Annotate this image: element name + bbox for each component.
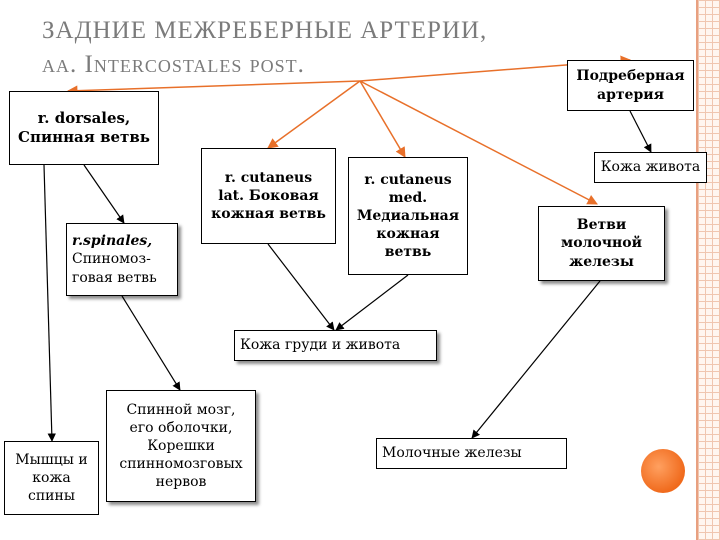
node-dorsales-line1: r. dorsales, (37, 108, 131, 127)
node-spinal-cord-line5: нервов (155, 474, 207, 491)
node-cutaneus-lat-line2: lat. Боковая (218, 187, 319, 204)
node-spinales: r.spinales, Спиномоз- говая ветвь (66, 223, 178, 296)
decorative-border-line (696, 0, 698, 540)
arrow-mammary-branches-to-glands (471, 280, 601, 439)
node-cutaneus-med-line1: r. cutaneus (364, 171, 452, 188)
arrow-cutaneus-lat-to-skin (267, 243, 335, 331)
node-cutaneus-med-line3: Медиальная (356, 207, 460, 224)
node-spinales-line1: r.spinales, (72, 233, 153, 250)
arrow-spinales-to-spinal-cord (121, 295, 181, 391)
decorative-orange-circle (641, 449, 685, 493)
node-skin-chest-abdomen-text: Кожа груди и живота (240, 337, 401, 354)
node-subcostal-line2: артерия (597, 86, 664, 103)
node-cutaneus-lat-line3: кожная ветвь (211, 206, 326, 223)
node-cutaneus-med-line5: ветвь (384, 244, 432, 261)
node-spinales-line2: Спиномоз- (72, 251, 151, 268)
title-line-2: aa. Intercostales post. (42, 50, 305, 78)
arrow-hub-to-dorsales (66, 80, 361, 96)
node-spinal-cord-line2: его оболочки, (129, 419, 233, 436)
node-spinal-cord: Спинной мозг, его оболочки, Корешки спин… (106, 390, 256, 502)
title-line-1: ЗАДНИЕ МЕЖРЕБЕРНЫЕ АРТЕРИИ, (42, 17, 488, 44)
node-cutaneus-med: r. cutaneus med. Медиальная кожная ветвь (348, 157, 468, 275)
node-cutaneus-lat-line1: r. cutaneus (224, 169, 313, 186)
node-mammary-branches-line2: молочной (561, 235, 642, 252)
node-mammary-branches: Ветви молочной железы (538, 206, 665, 281)
node-subcostal: Подреберная артерия (567, 60, 694, 111)
node-spinal-cord-line3: Корешки (147, 437, 215, 454)
node-cutaneus-med-line2: med. (388, 189, 428, 206)
node-spinal-cord-line4: спинномозговых (119, 456, 243, 473)
arrow-hub-to-mammary-branches (359, 80, 598, 205)
decorative-grid-strip (698, 0, 720, 540)
node-mammary-branches-line1: Ветви (576, 217, 627, 234)
node-dorsales: r. dorsales, Спинная ветвь (9, 91, 159, 165)
page-title: ЗАДНИЕ МЕЖРЕБЕРНЫЕ АРТЕРИИ, aa. Intercos… (42, 14, 487, 82)
node-mammary-branches-line3: железы (569, 253, 634, 270)
node-back-muscles-line2: кожа (32, 469, 71, 486)
node-skin-chest-abdomen: Кожа груди и живота (234, 330, 437, 361)
node-subcostal-line1: Подреберная (576, 68, 685, 85)
arrow-dorsales-to-back-muscles (43, 164, 56, 442)
node-mammary-glands: Молочные железы (376, 438, 567, 469)
arrow-hub-to-cutaneus-lat (267, 80, 361, 149)
arrow-subcostal-to-skin-abdomen (629, 110, 652, 153)
arrow-dorsales-to-spinales (83, 164, 125, 224)
node-back-muscles-line1: Мышцы и (15, 451, 88, 468)
node-skin-abdomen-text: Кожа живота (600, 159, 701, 176)
node-spinal-cord-line1: Спинной мозг, (126, 401, 236, 418)
node-back-muscles-line3: спины (28, 488, 75, 505)
arrow-hub-to-cutaneus-med (359, 80, 406, 158)
node-back-muscles: Мышцы и кожа спины (4, 441, 99, 515)
node-spinales-line3: говая ветвь (72, 269, 157, 286)
node-cutaneus-lat: r. cutaneus lat. Боковая кожная ветвь (201, 148, 336, 244)
node-dorsales-line2: Спинная ветвь (18, 128, 150, 146)
arrow-cutaneus-med-to-skin (335, 274, 409, 331)
node-cutaneus-med-line4: кожная (376, 226, 440, 243)
node-skin-abdomen: Кожа живота (594, 152, 707, 183)
node-mammary-glands-text: Молочные железы (382, 445, 522, 462)
